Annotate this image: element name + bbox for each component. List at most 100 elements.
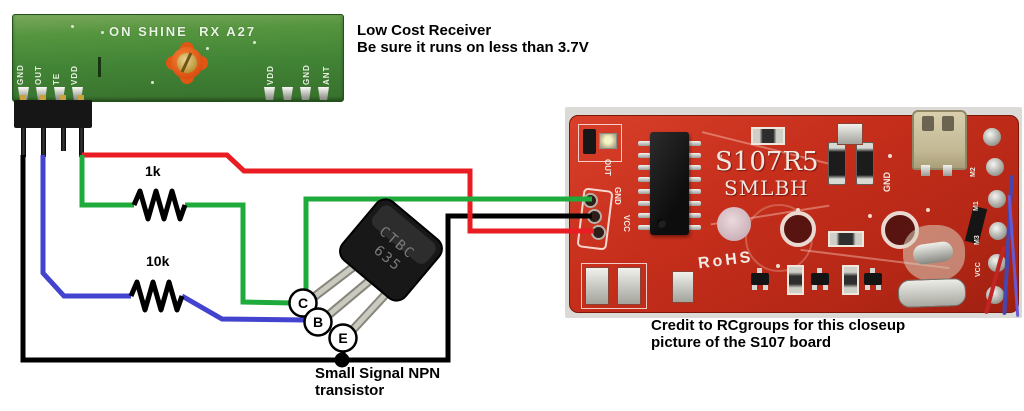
test-point-dot bbox=[101, 31, 104, 34]
ic-pin bbox=[638, 201, 651, 206]
header-pin-stub bbox=[40, 95, 46, 101]
via bbox=[776, 264, 780, 268]
solder-blob bbox=[983, 128, 1001, 146]
smd-resistor-standing bbox=[828, 142, 846, 185]
gnd-pad bbox=[589, 211, 600, 222]
ic-pin bbox=[638, 213, 651, 218]
ic-pin bbox=[688, 213, 701, 218]
via bbox=[868, 214, 872, 218]
solder-pad bbox=[36, 87, 47, 100]
sot23-leg bbox=[817, 268, 822, 273]
sot23-leg bbox=[763, 285, 768, 290]
board-hole-light bbox=[717, 207, 751, 241]
test-point-dot bbox=[71, 25, 74, 28]
receiver-silkscreen-title: ON SHINE RX A27 bbox=[109, 24, 257, 39]
transistor-body-shine bbox=[371, 205, 436, 264]
solder-pad bbox=[282, 87, 293, 100]
resistor-10k-symbol bbox=[128, 279, 185, 313]
solder-pad-rect bbox=[617, 267, 641, 305]
rx-pin-label-out: OUT bbox=[34, 65, 43, 85]
ic-pin bbox=[688, 189, 701, 194]
soic-ic bbox=[650, 132, 689, 235]
ic-pin bbox=[688, 177, 701, 182]
header-pin-stub bbox=[78, 95, 84, 101]
edge-label-m1: M1 bbox=[973, 201, 980, 211]
receiver-pcb: ON SHINE RX A27 GND OUT TE VDD bbox=[12, 14, 344, 102]
wire-signal-b bbox=[185, 202, 293, 306]
smd-resistor bbox=[828, 231, 864, 247]
resistor-1k-label: 1k bbox=[145, 163, 161, 179]
resistor-1k-symbol bbox=[131, 188, 188, 222]
edge-label-m2: M2 bbox=[970, 167, 977, 177]
smd-chip bbox=[583, 129, 596, 154]
wire-base-a bbox=[40, 155, 131, 299]
ic-pin bbox=[688, 165, 701, 170]
battery-connector bbox=[912, 110, 967, 170]
emitter-label: E bbox=[338, 330, 347, 346]
solder-pad bbox=[300, 87, 311, 100]
header-pin-3 bbox=[61, 128, 66, 151]
solder-blob bbox=[988, 190, 1006, 208]
credit-caption-line1: Credit to RCgroups for this closeup bbox=[651, 317, 906, 334]
sot23-leg bbox=[812, 285, 817, 290]
wire-signal-a bbox=[79, 155, 134, 208]
wire-ground bbox=[20, 155, 592, 363]
silkscreen-box bbox=[578, 124, 622, 162]
wire-base-b bbox=[180, 293, 307, 323]
rx-pin-label-vdd-r: VDD bbox=[266, 65, 275, 85]
via bbox=[926, 208, 930, 212]
rx-pin-label-vdd: VDD bbox=[70, 65, 79, 85]
rx-pin-label-gnd: GND bbox=[16, 64, 25, 85]
s107-model-text: S107R5 bbox=[715, 147, 819, 177]
receiver-annotation-line2: Be sure it runs on less than 3.7V bbox=[357, 39, 589, 56]
rx-pin-label-te: TE bbox=[52, 72, 61, 85]
solder-pad bbox=[18, 87, 29, 100]
transistor-leg-b bbox=[320, 277, 373, 323]
transistor-caption-line1: Small Signal NPN bbox=[315, 365, 441, 382]
s107-board-photo: OUT GND VCC S107R5 SMLBH RoHS bbox=[565, 107, 1022, 318]
solder-pad-rect bbox=[585, 267, 609, 305]
base-circle bbox=[303, 307, 333, 337]
ic-pin bbox=[638, 153, 651, 158]
base-label: B bbox=[313, 314, 323, 330]
via bbox=[796, 208, 800, 212]
s107-subtitle-text: SMLBH bbox=[724, 176, 809, 200]
test-point-dot bbox=[206, 47, 209, 50]
via bbox=[888, 154, 892, 158]
connector-leg bbox=[921, 165, 930, 176]
transistor-leg-c-shine bbox=[307, 265, 355, 303]
tuning-trimmer bbox=[166, 42, 208, 84]
out-pad bbox=[585, 195, 596, 206]
transistor-caption: Small Signal NPN transistor bbox=[315, 365, 440, 399]
ic-pin bbox=[638, 165, 651, 170]
rx-pin-label-gnd-r: GND bbox=[302, 64, 311, 85]
header-pin-1 bbox=[21, 128, 26, 157]
transistor-body bbox=[339, 198, 443, 302]
sot23-leg bbox=[757, 268, 762, 273]
receiver-module-photo: ON SHINE RX A27 GND OUT TE VDD bbox=[10, 8, 350, 160]
sot23-leg bbox=[870, 268, 875, 273]
receiver-slot bbox=[98, 57, 101, 77]
connector-slot bbox=[942, 116, 954, 131]
via bbox=[718, 154, 722, 158]
credit-caption-line2: picture of the S107 board bbox=[651, 334, 832, 351]
transistor-leg-e bbox=[343, 290, 390, 340]
resistor-10k-label: 10k bbox=[146, 253, 170, 269]
receiver-annotation: Low Cost Receiver Be sure it runs on les… bbox=[357, 22, 589, 56]
sot23-transistor bbox=[864, 273, 882, 285]
s107-gnd-label: GND bbox=[882, 172, 892, 192]
sot23-transistor bbox=[811, 273, 829, 285]
header-pin-4 bbox=[79, 128, 84, 157]
header-pin-stub bbox=[20, 95, 26, 101]
vcc-pad bbox=[593, 227, 604, 238]
ic-pin bbox=[688, 201, 701, 206]
solder-blob bbox=[986, 158, 1004, 176]
transistor-leg-c bbox=[305, 263, 357, 305]
solder-pad-rect bbox=[837, 123, 863, 145]
sot23-leg bbox=[752, 285, 757, 290]
receiver-annotation-line1: Low Cost Receiver bbox=[357, 22, 492, 39]
wire-signal-c bbox=[303, 196, 592, 294]
connector-slot bbox=[922, 116, 934, 131]
ic-pin bbox=[638, 225, 651, 230]
